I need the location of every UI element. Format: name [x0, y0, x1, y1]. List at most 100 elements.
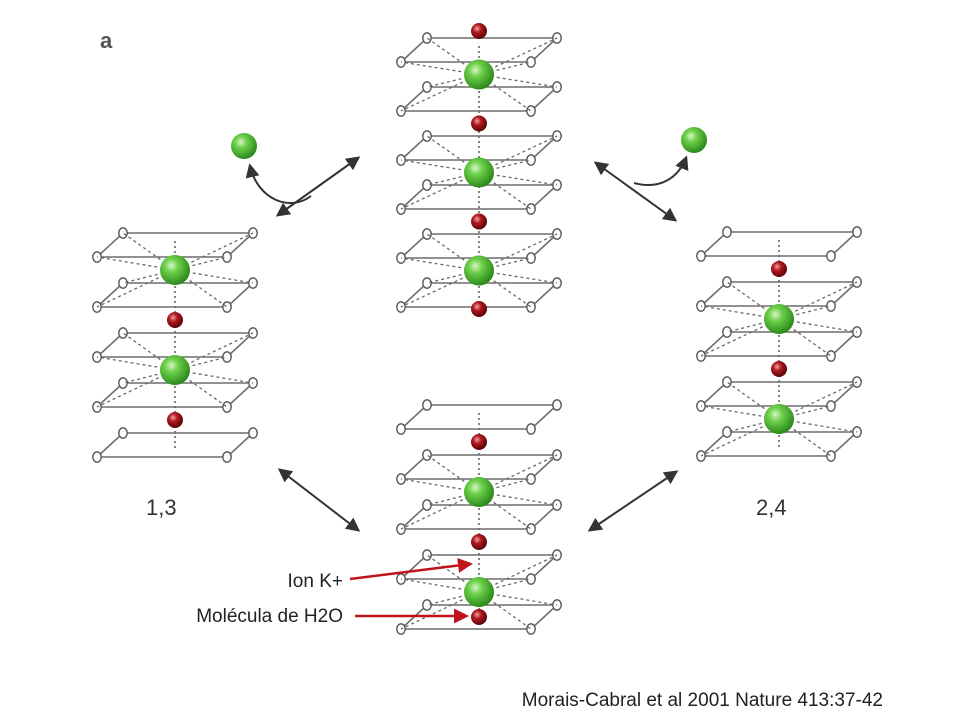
carbonyl-oxygen: [222, 301, 232, 313]
coordination-line: [122, 332, 176, 371]
carbonyl-oxygen: [422, 81, 432, 93]
coordination-line: [426, 554, 480, 593]
carbonyl-oxygen: [118, 377, 128, 389]
potassium-ion: [464, 255, 494, 286]
carbonyl-oxygen: [92, 451, 102, 463]
potassium-ion: [464, 157, 494, 188]
transition-arrow-left-bottom: [277, 468, 361, 532]
carbonyl-oxygen: [422, 599, 432, 611]
carbonyl-oxygen: [396, 423, 406, 435]
coordination-line: [478, 73, 532, 112]
carbonyl-oxygen: [526, 523, 536, 535]
transition-arrow-right-bottom: [587, 470, 679, 532]
coordination-line: [478, 269, 532, 308]
carbonyl-oxygen: [722, 226, 732, 238]
carbonyl-oxygen: [422, 228, 432, 240]
carbonyl-oxygen: [826, 400, 836, 412]
carbonyl-oxygen: [526, 423, 536, 435]
transition-arrow-top-right: [593, 161, 678, 222]
filter-stack-left: [92, 227, 258, 463]
filter-stack-top: [396, 23, 562, 317]
coordination-line: [778, 418, 832, 457]
water-molecule: [771, 261, 787, 277]
leaving-ion-right: [681, 127, 707, 153]
carbonyl-oxygen: [118, 427, 128, 439]
coordination-line: [478, 171, 532, 210]
state-label-right: 2,4: [756, 495, 787, 520]
transition-arrow-top-left: [275, 156, 361, 217]
coordination-line: [478, 491, 532, 530]
carbonyl-oxygen: [422, 130, 432, 142]
carbonyl-oxygen: [422, 179, 432, 191]
coordination-line: [426, 454, 480, 493]
carbonyl-oxygen: [552, 399, 562, 411]
carbonyl-oxygen: [118, 277, 128, 289]
carbonyl-oxygen: [422, 32, 432, 44]
carbonyl-oxygen: [696, 250, 706, 262]
water-molecule: [471, 23, 487, 39]
carbonyl-oxygen: [722, 426, 732, 438]
carbonyl-oxygen: [826, 450, 836, 462]
coordination-line: [426, 233, 480, 272]
carbonyl-oxygen: [826, 300, 836, 312]
water-molecule: [771, 361, 787, 377]
carbonyl-oxygen: [222, 351, 232, 363]
coordination-line: [426, 37, 480, 76]
water-molecule: [471, 609, 487, 625]
carbonyl-oxygen: [422, 549, 432, 561]
carbonyl-oxygen: [526, 623, 536, 635]
carbonyl-oxygen: [826, 350, 836, 362]
state-label-left: 1,3: [146, 495, 177, 520]
carbonyl-oxygen: [526, 252, 536, 264]
coordination-line: [478, 591, 532, 630]
water-molecule: [471, 534, 487, 550]
potassium-ion: [464, 477, 494, 507]
carbonyl-oxygen: [422, 449, 432, 461]
potassium-ion: [464, 577, 494, 607]
carbonyl-oxygen: [722, 376, 732, 388]
water-molecule: [471, 115, 487, 132]
water-molecule: [167, 312, 183, 328]
coordination-line: [174, 369, 228, 408]
water-molecule: [167, 412, 183, 428]
carbonyl-oxygen: [222, 401, 232, 413]
carbonyl-oxygen: [422, 277, 432, 289]
exit-curve-arrow-right: [633, 155, 689, 186]
carbonyl-oxygen: [526, 573, 536, 585]
panel-label: a: [100, 28, 113, 53]
citation: Morais-Cabral et al 2001 Nature 413:37-4…: [522, 690, 883, 711]
coordination-line: [726, 381, 780, 420]
carbonyl-oxygen: [222, 251, 232, 263]
carbonyl-oxygen: [526, 301, 536, 313]
potassium-ion: [764, 404, 794, 434]
carbonyl-oxygen: [526, 154, 536, 166]
coordination-line: [726, 281, 780, 320]
legend-water-label: Molécula de H2O: [196, 606, 343, 627]
water-molecule: [471, 434, 487, 450]
potassium-ion: [160, 355, 190, 385]
carbonyl-oxygen: [422, 499, 432, 511]
potassium-ion: [160, 255, 190, 285]
potassium-ion: [764, 304, 794, 334]
carbonyl-oxygen: [826, 250, 836, 262]
filter-stack-right: [696, 226, 862, 462]
coordination-line: [778, 318, 832, 357]
carbonyl-oxygen: [526, 203, 536, 215]
filter-stack-bottom: [396, 399, 562, 635]
water-molecule: [471, 301, 487, 317]
carbonyl-oxygen: [526, 105, 536, 117]
coordination-line: [122, 232, 176, 271]
carbonyl-oxygen: [722, 326, 732, 338]
water-molecule: [471, 213, 487, 230]
carbonyl-oxygen: [526, 56, 536, 68]
coordination-line: [426, 135, 480, 174]
coordination-line: [174, 269, 228, 308]
legend-ion-pointer: [349, 558, 473, 581]
carbonyl-oxygen: [118, 227, 128, 239]
carbonyl-oxygen: [422, 399, 432, 411]
carbonyl-oxygen: [248, 427, 258, 439]
legend-ion-label: Ion K+: [288, 571, 343, 592]
carbonyl-oxygen: [722, 276, 732, 288]
carbonyl-oxygen: [118, 327, 128, 339]
